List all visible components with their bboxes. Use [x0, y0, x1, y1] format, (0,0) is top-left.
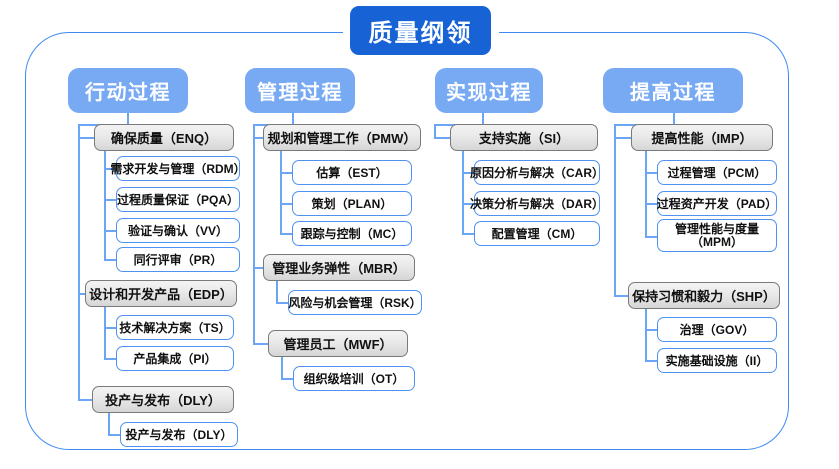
leaf-box-0-1-0[interactable]: 技术解决方案（TS） [116, 315, 234, 340]
connector [614, 137, 631, 139]
group-box-2-0[interactable]: 支持实施（SI） [450, 124, 598, 151]
group-box-1-2[interactable]: 管理员工（MWF） [268, 330, 408, 357]
connector [462, 151, 464, 233]
connector [276, 281, 278, 303]
connector [253, 267, 263, 269]
group-box-3-1[interactable]: 保持习惯和毅力（SHP） [628, 282, 780, 309]
leaf-box-3-0-0[interactable]: 过程管理（PCM） [657, 160, 777, 185]
connector [614, 295, 628, 297]
root-title-box[interactable]: 质量纲领 [350, 6, 491, 55]
leaf-box-1-1-0[interactable]: 风险与机会管理（RSK） [288, 290, 422, 315]
connector [281, 357, 283, 379]
column-header-3[interactable]: 提高过程 [603, 68, 743, 113]
connector [78, 293, 85, 295]
connector [104, 230, 116, 232]
connector [462, 203, 474, 205]
connector [104, 259, 116, 261]
connector [280, 203, 292, 205]
connector [253, 137, 263, 139]
connector [482, 113, 484, 125]
connector [78, 137, 94, 139]
connector [645, 203, 657, 205]
group-box-0-2[interactable]: 投产与发布（DLY） [92, 386, 234, 413]
group-box-1-1[interactable]: 管理业务弹性（MBR） [263, 254, 415, 281]
connector [645, 151, 647, 236]
connector [462, 233, 474, 235]
connector-trunk-0 [78, 124, 80, 400]
leaf-box-1-0-2[interactable]: 跟踪与控制（MC） [292, 221, 412, 246]
connector [434, 137, 450, 139]
leaf-box-1-2-0[interactable]: 组织级培训（OT） [293, 366, 415, 391]
connector-trunk-1 [253, 124, 255, 344]
connector-trunk-2 [434, 124, 436, 138]
leaf-box-1-0-1[interactable]: 策划（PLAN） [292, 191, 412, 216]
leaf-box-3-1-1[interactable]: 实施基础设施（II） [657, 348, 777, 373]
leaf-box-3-0-2[interactable]: 管理性能与度量（MPM） [657, 219, 777, 252]
leaf-box-1-0-0[interactable]: 估算（EST） [292, 160, 412, 185]
connector [276, 302, 288, 304]
connector [645, 360, 657, 362]
leaf-box-0-0-2[interactable]: 验证与确认（VV） [116, 218, 240, 243]
group-box-3-0[interactable]: 提高性能（IMP） [631, 124, 773, 151]
connector [108, 434, 120, 436]
connector [281, 378, 293, 380]
leaf-box-2-0-0[interactable]: 原因分析与解决（CAR） [470, 160, 604, 185]
connector [645, 329, 657, 331]
group-box-0-1[interactable]: 设计和开发产品（EDP） [85, 280, 237, 307]
leaf-box-0-0-1[interactable]: 过程质量保证（PQA） [116, 187, 240, 212]
connector [645, 236, 657, 238]
leaf-box-3-0-1[interactable]: 过程资产开发（PAD） [657, 191, 777, 216]
column-header-1[interactable]: 管理过程 [245, 68, 355, 113]
connector [280, 151, 282, 233]
connector [645, 172, 657, 174]
connector [280, 172, 292, 174]
connector [104, 199, 116, 201]
connector [104, 327, 116, 329]
leaf-box-2-0-1[interactable]: 决策分析与解决（DAR） [470, 191, 604, 216]
leaf-box-0-0-3[interactable]: 同行评审（PR） [116, 247, 240, 272]
connector [78, 399, 92, 401]
connector [104, 151, 106, 259]
connector-trunk-3 [614, 124, 616, 296]
connector [292, 113, 294, 125]
leaf-box-0-2-0[interactable]: 投产与发布（DLY） [120, 422, 238, 447]
column-header-0[interactable]: 行动过程 [68, 68, 188, 113]
connector [462, 172, 474, 174]
connector [127, 113, 129, 125]
connector [280, 233, 292, 235]
leaf-box-2-0-2[interactable]: 配置管理（CM） [474, 221, 600, 246]
connector [253, 343, 268, 345]
connector [104, 168, 116, 170]
column-header-2[interactable]: 实现过程 [435, 68, 543, 113]
connector [108, 413, 110, 435]
leaf-box-0-0-0[interactable]: 需求开发与管理（RDM） [110, 156, 246, 181]
connector [104, 307, 106, 358]
connector [673, 113, 675, 125]
connector [104, 358, 116, 360]
leaf-box-0-1-1[interactable]: 产品集成（PI） [116, 346, 234, 371]
group-box-0-0[interactable]: 确保质量（ENQ） [94, 124, 234, 151]
leaf-box-3-1-0[interactable]: 治理（GOV） [657, 317, 777, 342]
connector [645, 309, 647, 360]
group-box-1-0[interactable]: 规划和管理工作（PMW） [263, 124, 421, 151]
